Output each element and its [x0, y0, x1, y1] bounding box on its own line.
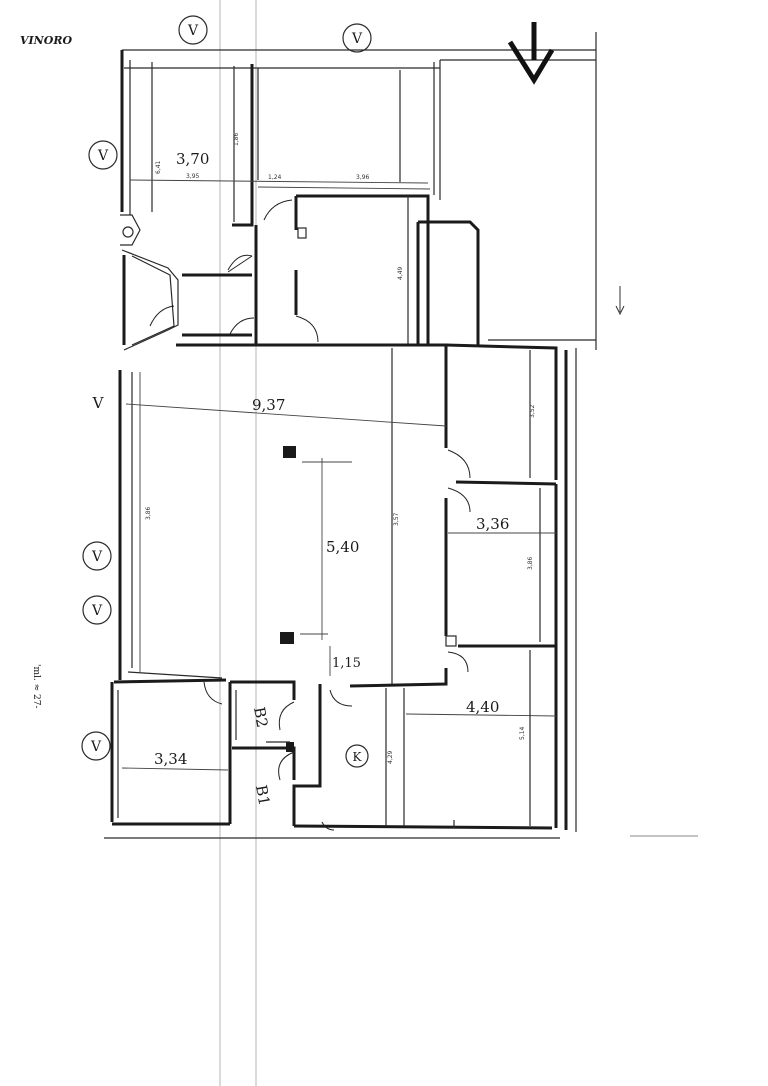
dim-label: 3,96 — [356, 174, 370, 181]
wall-top-left-room — [232, 64, 254, 227]
margin-note: 'ml. ≈ 27- — [31, 664, 41, 709]
svg-text:V: V — [351, 31, 363, 47]
room-label-top-left: 3,70 — [176, 150, 209, 168]
wall-bottom-left-room — [113, 678, 227, 684]
door-swing — [278, 751, 295, 781]
dim-label: 4,49 — [397, 266, 404, 280]
passage-dimension: 1,15 — [332, 656, 361, 671]
wall-living-room — [176, 343, 448, 448]
bottom-exterior-wall — [112, 822, 553, 830]
column — [283, 446, 296, 458]
door-swing — [447, 651, 469, 673]
door-swing — [203, 681, 223, 705]
window-marker: V — [92, 394, 105, 412]
inner-line — [127, 671, 223, 679]
wall-right-room — [455, 480, 557, 486]
dim-label: 1,86 — [233, 132, 240, 146]
dim-label: 3,52 — [529, 404, 536, 418]
dim-label: 3,86 — [527, 556, 534, 570]
room-label-right-middle: 3,36 — [476, 515, 509, 533]
entrance-bay — [131, 255, 175, 346]
door-swing — [447, 487, 471, 513]
room-label-bath-2: B2 — [250, 706, 271, 729]
svg-text:V: V — [91, 603, 103, 619]
column — [280, 632, 294, 644]
dim-label: 6,41 — [155, 160, 162, 174]
window-marker: V — [88, 140, 118, 170]
header-scribble: VINORO — [20, 34, 72, 47]
dim-line — [121, 767, 229, 771]
stair-niche — [122, 226, 134, 238]
door-swing — [447, 449, 471, 479]
column — [286, 742, 294, 752]
room-label-bottom-left: 3,34 — [154, 750, 187, 768]
wall-kitchen — [292, 684, 322, 826]
door-swing — [229, 317, 255, 335]
left-exterior-wall — [110, 50, 126, 822]
door-swing — [321, 821, 335, 831]
left-inner-line — [117, 60, 133, 818]
window-marker: V — [342, 23, 372, 53]
entrance-bay — [121, 249, 179, 351]
room-label-bottom-right: 4,40 — [466, 698, 499, 716]
svg-text:V: V — [187, 23, 199, 39]
dim-label: 3,86 — [145, 506, 152, 520]
room-label-living: 9,37 — [252, 396, 285, 414]
wall-living-room — [349, 498, 448, 688]
svg-text:V: V — [97, 148, 109, 164]
dim-label: 1,24 — [268, 174, 282, 181]
dim-line — [405, 713, 557, 717]
svg-text:V: V — [92, 394, 105, 412]
svg-text:K: K — [353, 750, 363, 764]
column-marker — [445, 635, 457, 647]
dim-label: 3,95 — [186, 173, 200, 180]
door-swing — [295, 315, 319, 343]
column-marker — [297, 227, 307, 239]
small-arrow-icon — [615, 286, 625, 316]
room-label-bath-1: B1 — [252, 784, 273, 807]
wall-corridor — [182, 225, 258, 345]
dim-label: 4,29 — [387, 750, 394, 764]
wall-right-room — [458, 484, 558, 648]
wall-upper-room — [296, 194, 430, 345]
dim-line — [129, 179, 429, 184]
dim-label: 5,14 — [519, 726, 526, 740]
window-marker: V — [178, 15, 208, 45]
dim-line — [257, 186, 431, 190]
door-swing — [263, 199, 293, 221]
dim-label: 3,57 — [393, 512, 400, 526]
window-marker: V — [82, 541, 112, 571]
stair-niche — [120, 214, 141, 246]
door-swing — [149, 305, 175, 327]
svg-text:V: V — [91, 549, 103, 565]
door-swing — [329, 689, 353, 707]
wall-closet — [416, 220, 480, 345]
window-marker: V — [82, 595, 112, 625]
room-label-center: 5,40 — [326, 538, 359, 556]
kitchen-marker: K — [345, 744, 369, 768]
wall-right-room — [445, 343, 558, 480]
svg-text:V: V — [90, 739, 102, 755]
door-swing — [278, 701, 295, 731]
dim-line — [125, 403, 447, 427]
north-arrow-icon — [507, 22, 555, 85]
window-marker: V — [81, 731, 111, 761]
door-swing — [227, 254, 253, 273]
